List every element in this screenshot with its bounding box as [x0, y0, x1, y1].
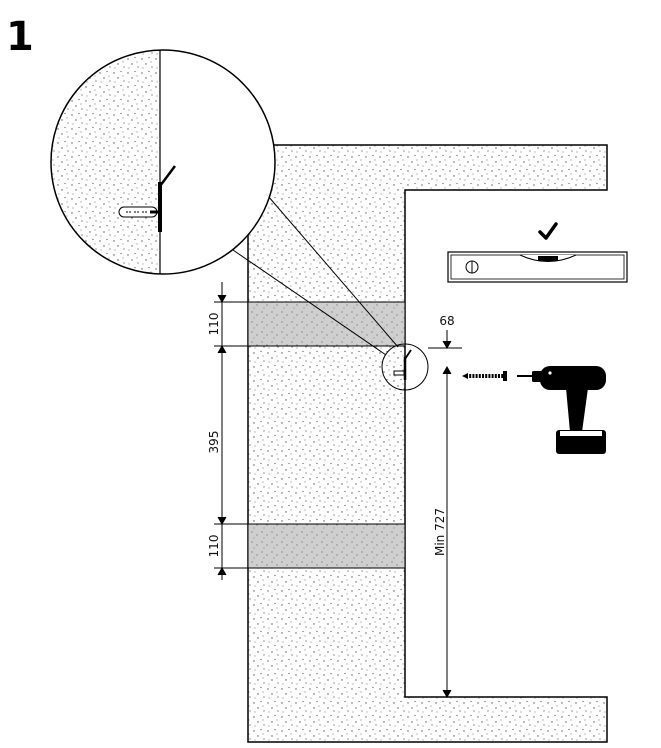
- check-mark-icon: [538, 222, 558, 240]
- wall-plug-icon: [118, 206, 158, 218]
- screw-icon: [462, 371, 507, 381]
- bracket-icon: [150, 165, 176, 232]
- drill-icon: [517, 366, 606, 454]
- zoom-detail-circle: [50, 49, 276, 275]
- dim-bracket-offset: 68: [439, 314, 454, 328]
- dimension-chain-right: [428, 330, 462, 699]
- detail-marker-circle: [381, 343, 429, 391]
- batten-bottom: [247, 523, 406, 569]
- batten-top: [247, 301, 406, 347]
- step-number: 1: [6, 14, 34, 60]
- dim-batten-top-height: 110: [207, 313, 221, 336]
- spirit-level-icon: [447, 251, 628, 283]
- wall-section: [247, 144, 608, 743]
- dimension-chain-left: [214, 282, 248, 580]
- dim-batten-bottom-height: 110: [207, 535, 221, 558]
- bracket-icon: [393, 349, 412, 380]
- dim-min-height: Min 727: [433, 508, 447, 556]
- zoom-leader-lines: [232, 195, 399, 356]
- dim-batten-spacing: 395: [207, 431, 221, 454]
